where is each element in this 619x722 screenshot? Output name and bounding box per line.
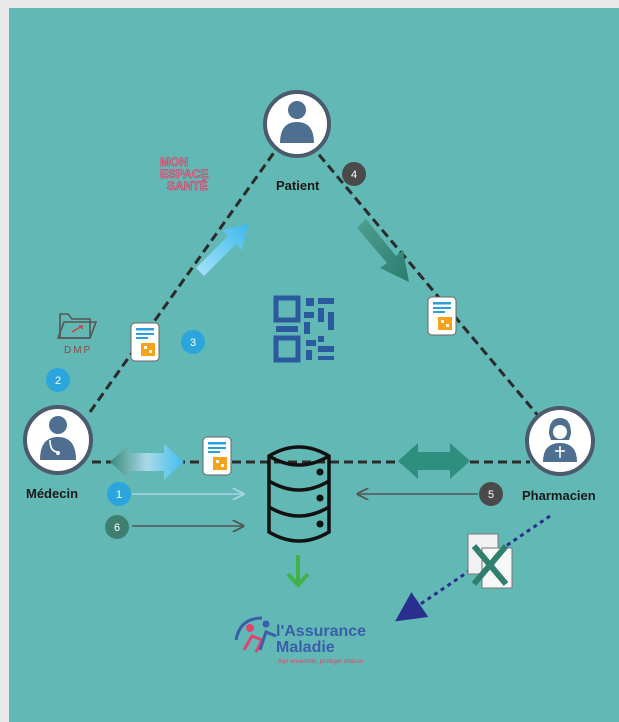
- user-icon: [280, 101, 314, 143]
- prescription-icon: [427, 296, 457, 336]
- down-arrow: [286, 555, 310, 588]
- step-1-label: 1: [116, 489, 122, 501]
- mes-line2: ESPACE: [160, 167, 208, 181]
- step-badge-1: 1: [107, 482, 131, 506]
- mes-line1: MON: [160, 155, 188, 169]
- upload-arrow: [196, 224, 248, 276]
- medecin-label: Médecin: [26, 486, 78, 501]
- crossed-document-icon: [467, 533, 513, 589]
- prescription-icon: [202, 436, 232, 476]
- mes-line3: SANTÉ: [167, 178, 208, 193]
- step-badge-2: 2: [46, 368, 70, 392]
- folder-icon: [56, 313, 98, 339]
- runner-icon: [234, 616, 277, 653]
- patient-label: Patient: [276, 178, 320, 193]
- step-badge-3: 3: [181, 330, 205, 354]
- patient-node: Patient: [263, 90, 331, 193]
- edge-patient-pharmacien: [308, 143, 542, 419]
- assurance-tagline: Agir ensemble, protéger chacun: [278, 659, 363, 665]
- mon-espace-sante-logo: MON ESPACE SANTÉ: [160, 155, 209, 194]
- prescription-icon: [130, 322, 160, 362]
- medecin-node: Médecin: [23, 405, 93, 501]
- pharmacien-node: Pharmacien: [522, 406, 596, 503]
- step-2-label: 2: [55, 375, 61, 387]
- database-icon: [267, 445, 331, 543]
- assurance-maladie-logo: l'Assurance Maladie Agir ensemble, proté…: [234, 616, 366, 665]
- step-badge-5: 5: [479, 482, 503, 506]
- step-badge-4: 4: [342, 162, 366, 186]
- step-badge-6: 6: [105, 515, 129, 539]
- db-pharmacien-double-arrow: [398, 443, 470, 479]
- pharmacist-icon: [543, 418, 577, 462]
- edge-medecin-patient: [88, 143, 282, 413]
- qr-code-icon: [273, 295, 334, 363]
- dmp-label: DMP: [64, 345, 92, 356]
- transfer-arrow: [357, 219, 409, 282]
- dmp-logo: DMP: [56, 313, 98, 356]
- assurance-line1: l'Assurance: [276, 623, 366, 640]
- step-3-label: 3: [190, 337, 196, 349]
- step-6-label: 6: [114, 522, 120, 534]
- pharmacien-label: Pharmacien: [522, 488, 596, 503]
- medecin-db-double-arrow: [110, 444, 184, 480]
- doctor-icon: [40, 416, 76, 460]
- assurance-line2: Maladie: [276, 639, 335, 656]
- step-5-label: 5: [488, 489, 494, 501]
- step-4-label: 4: [351, 169, 357, 181]
